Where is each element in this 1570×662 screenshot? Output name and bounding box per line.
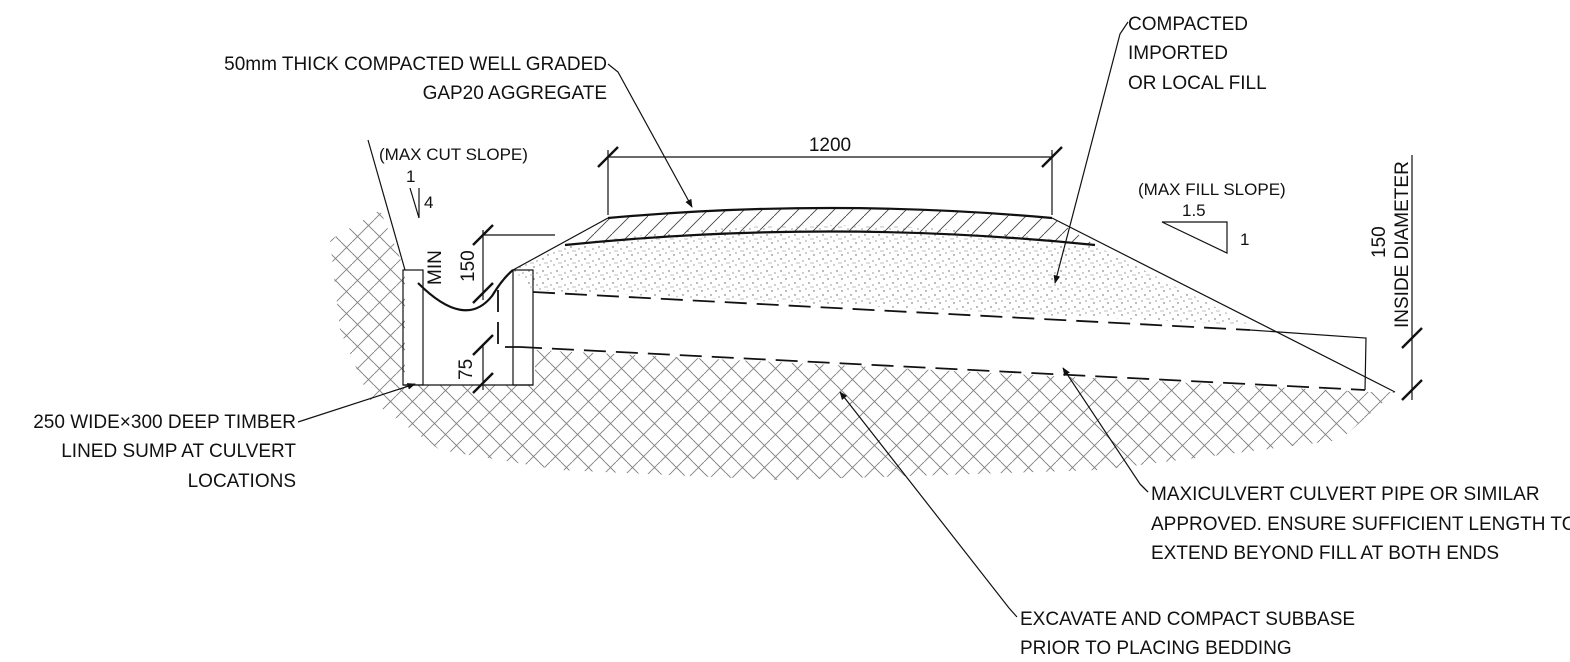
cut-rise-label: 1 (406, 167, 415, 186)
dimension-pipe-diameter (1401, 155, 1423, 401)
aggregate-label-line1: 50mm THICK COMPACTED WELL GRADED (224, 54, 607, 75)
fill-label-line2: IMPORTED (1128, 43, 1228, 64)
dimension-min-150 (472, 224, 555, 304)
sump-timber-left (402, 269, 424, 386)
culvert-label-line1: MAXICULVERT CULVERT PIPE OR SIMILAR (1151, 484, 1540, 505)
culvert-pipe-top (532, 291, 1251, 331)
culvert-label-line2: APPROVED. ENSURE SUFFICIENT LENGTH TO (1151, 514, 1570, 535)
sump-label-line3: LOCATIONS (188, 471, 296, 492)
cut-slope-triangle (409, 187, 420, 219)
dim-75-label: 75 (456, 359, 477, 380)
culvert-label-line3: EXTEND BEYOND FILL AT BOTH ENDS (1151, 543, 1499, 564)
pipe-dia-value: 150 (1369, 226, 1390, 258)
max-cut-slope-label: (MAX CUT SLOPE) (379, 145, 528, 164)
leader-aggregate (607, 63, 693, 208)
culvert-pipe-outlet (1249, 329, 1367, 391)
aggregate-bottom-line (564, 230, 1096, 247)
aggregate-top-line (607, 206, 1053, 220)
fill-right-slope (1051, 217, 1396, 393)
sump-label-line1: 250 WIDE×300 DEEP TIMBER (33, 412, 296, 433)
fill-label-line3: OR LOCAL FILL (1128, 73, 1267, 94)
max-fill-slope-label: (MAX FILL SLOPE) (1138, 180, 1286, 199)
fill-label-line1: COMPACTED (1128, 14, 1248, 35)
dim-min-value: 150 (458, 250, 479, 282)
cut-run-label: 4 (424, 193, 433, 212)
leader-subbase (839, 391, 1018, 618)
leader-sump (297, 383, 416, 423)
dim-1200-label: 1200 (809, 135, 851, 156)
dimension-1200 (597, 146, 1063, 215)
aggregate-layer (565, 208, 1095, 245)
culvert-pipe-inlet (497, 290, 520, 348)
dim-min-word: MIN (425, 250, 446, 285)
pipe-dia-text: INSIDE DIAMETER (1392, 161, 1413, 328)
sump-dish-curve (417, 269, 514, 312)
fill-run-label: 1.5 (1182, 201, 1206, 220)
natural-ground-hatch (330, 210, 1395, 480)
leader-fill (1053, 21, 1129, 284)
fill-rise-label: 1 (1240, 230, 1249, 249)
compacted-fill (513, 225, 1250, 325)
cut-slope-line (367, 139, 406, 271)
subbase-label-line1: EXCAVATE AND COMPACT SUBBASE (1020, 609, 1355, 630)
dimension-75 (472, 334, 494, 394)
fill-slope-triangle (1161, 221, 1228, 254)
sump-label-line2: LINED SUMP AT CULVERT (61, 441, 296, 462)
culvert-pipe-bottom (519, 346, 1366, 391)
leader-culvert-2 (1139, 483, 1149, 493)
fill-left-slope (512, 217, 609, 271)
sump-timber-right (512, 269, 534, 386)
subbase-label-line2: PRIOR TO PLACING BEDDING (1020, 638, 1292, 659)
aggregate-label-line2: GAP20 AGGREGATE (423, 83, 607, 104)
